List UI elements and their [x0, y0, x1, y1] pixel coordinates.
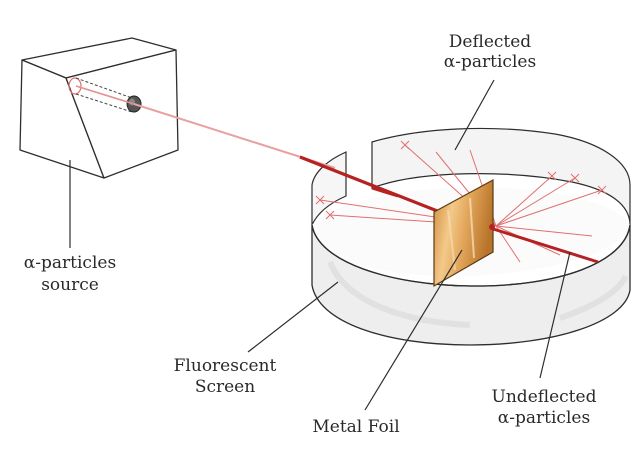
label-source-line2: source — [41, 275, 99, 295]
foil-sheet — [433, 178, 494, 288]
metal-foil — [433, 178, 495, 288]
label-undeflected-line1: Undeflected — [492, 387, 597, 407]
leader-fluorescent — [247, 281, 339, 353]
label-metal-foil: Metal Foil — [312, 417, 399, 437]
label-undeflected-line2: α-particles — [498, 408, 590, 428]
alpha-beam — [75, 85, 599, 264]
label-deflected-line2: α-particles — [444, 52, 536, 72]
beam-inside-source — [75, 85, 135, 105]
labels: Deflected α-particles α-particles source… — [24, 32, 597, 437]
leader-undeflected — [539, 251, 571, 379]
undeflected-beam — [489, 226, 599, 264]
leader-lines — [69, 79, 571, 411]
label-source-line1: α-particles — [24, 253, 116, 273]
label-fluorescent-line2: Screen — [195, 377, 255, 397]
label-fluorescent-line1: Fluorescent — [174, 356, 277, 376]
alpha-source-box — [19, 37, 179, 179]
source-box-right-face — [65, 49, 179, 179]
emitter-inner-disc — [68, 77, 82, 95]
leader-metal-foil — [364, 249, 463, 411]
beam-main-segment — [299, 155, 446, 216]
leader-deflected — [454, 79, 495, 151]
label-deflected-line1: Deflected — [449, 32, 532, 52]
